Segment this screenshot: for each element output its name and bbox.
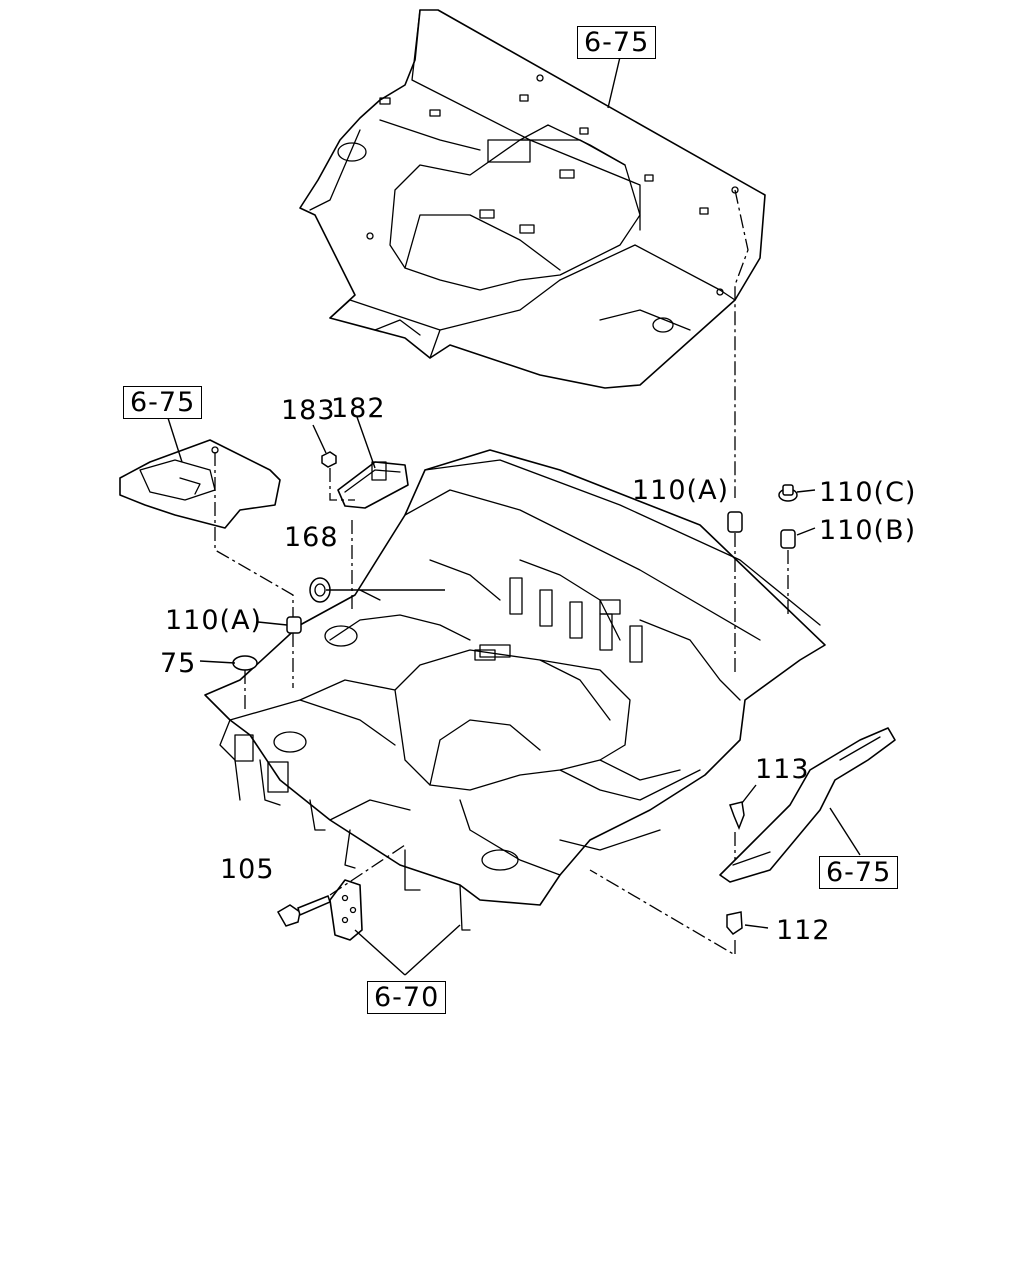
part-number-105: 105 <box>220 854 275 885</box>
upper-floor-panel <box>299 9 766 389</box>
right-step-plate <box>719 727 896 883</box>
clip-110c <box>778 484 798 502</box>
leader-lines <box>167 56 861 976</box>
dashed-reference-lines <box>214 189 789 957</box>
bolt-105 <box>276 895 331 927</box>
part-number-110c: 110(C) <box>819 477 917 508</box>
lower-floor-body <box>204 449 826 931</box>
reference-box-6-70-bottom: 6-70 <box>367 981 447 1014</box>
fastener-183 <box>321 451 337 468</box>
part-number-182: 182 <box>331 393 386 424</box>
clip-110a-left <box>286 616 302 634</box>
part-number-168: 168 <box>284 522 339 553</box>
part-number-112: 112 <box>776 915 831 946</box>
part-number-113: 113 <box>755 754 810 785</box>
bracket-182 <box>337 461 409 509</box>
bracket-6-70 <box>329 879 363 941</box>
part-number-110a-right: 110(A) <box>632 475 730 506</box>
reference-box-6-75-top: 6-75 <box>577 26 657 59</box>
left-floor-mat <box>119 439 281 529</box>
screw-113 <box>729 801 745 831</box>
part-number-183: 183 <box>281 395 336 426</box>
clip-112 <box>726 911 743 935</box>
clip-110b <box>780 529 796 549</box>
reference-box-6-75-left: 6-75 <box>123 386 203 419</box>
part-number-110a-left: 110(A) <box>165 605 263 636</box>
part-number-110b: 110(B) <box>819 515 917 546</box>
reference-box-6-75-right: 6-75 <box>819 856 899 889</box>
clip-110a-right <box>727 511 743 533</box>
part-number-75: 75 <box>160 648 197 679</box>
plug-75 <box>232 655 258 671</box>
